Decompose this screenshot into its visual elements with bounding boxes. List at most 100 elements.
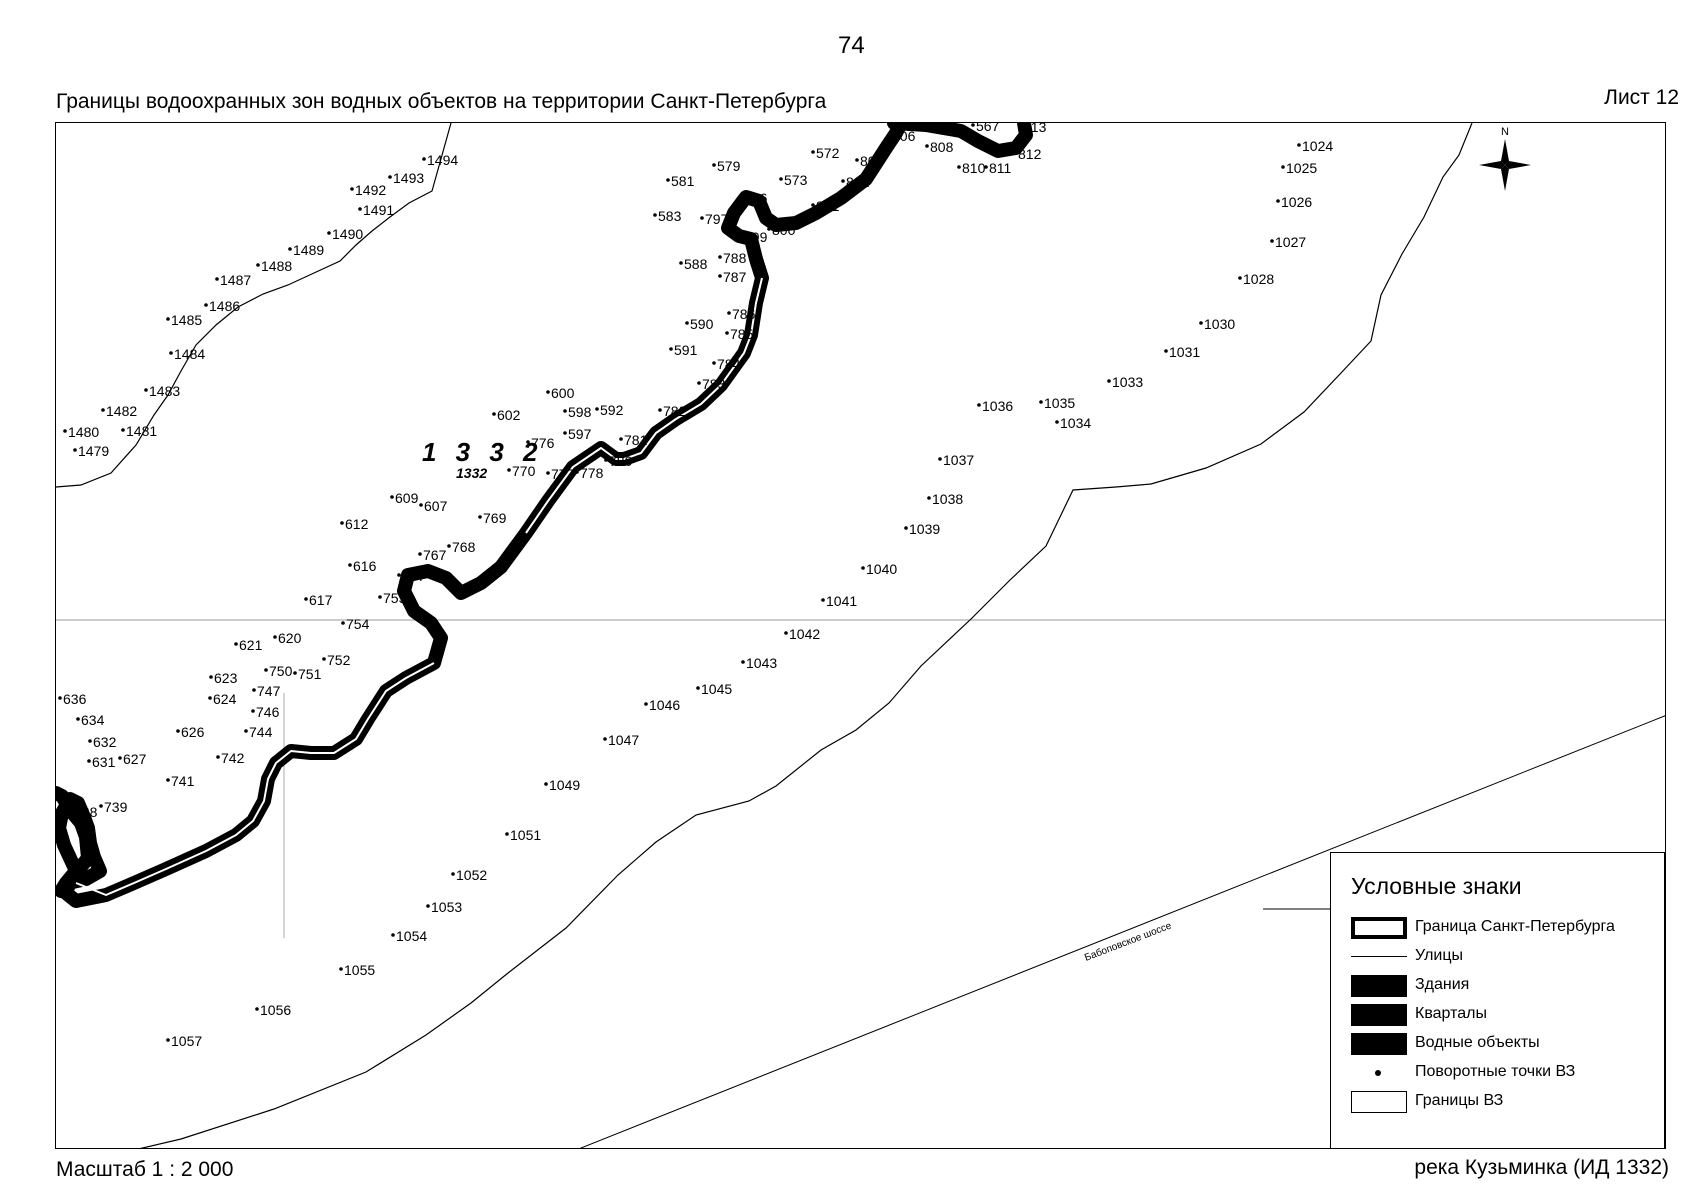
turning-point-label: 631 (92, 754, 116, 770)
turning-point-label: 1052 (456, 867, 487, 883)
turning-point-dot (526, 440, 530, 444)
turning-point-dot (256, 263, 260, 267)
turning-point-dot (666, 178, 670, 182)
turning-point-dot (544, 782, 548, 786)
turning-point-dot (215, 277, 219, 281)
turning-point-dot (619, 437, 623, 441)
turning-point-dot (653, 213, 657, 217)
turning-point-label: 1490 (332, 226, 363, 242)
turning-point-dot (938, 457, 942, 461)
turning-point-label: 1055 (344, 962, 375, 978)
legend-item-label: Водные объекты (1415, 1034, 1540, 1051)
turning-point-label: 806 (892, 128, 916, 144)
turning-point-label: 636 (63, 691, 87, 707)
legend-item-label: Улицы (1415, 947, 1464, 964)
turning-point-dot (595, 407, 599, 411)
turning-point-label: 1482 (106, 403, 137, 419)
turning-point-dot (322, 657, 326, 661)
turning-point-label: 598 (568, 404, 592, 420)
turning-point-dot (340, 521, 344, 525)
turning-point-dot (447, 544, 451, 548)
turning-point-dot (855, 158, 859, 162)
turning-point-label: 769 (483, 510, 507, 526)
street-name: Бабоповское шоссе (1083, 919, 1174, 963)
turning-point-dot (505, 832, 509, 836)
turning-point-label: 751 (298, 666, 322, 682)
turning-point-label: 1041 (826, 593, 857, 609)
legend-item-label: Здания (1415, 976, 1470, 993)
block-symbol-icon (1351, 1004, 1407, 1026)
turning-point-dot (121, 428, 125, 432)
turning-point-dot (1238, 276, 1242, 280)
turning-point-dot (718, 274, 722, 278)
turning-point-dot (304, 597, 308, 601)
border-symbol-icon (1351, 917, 1407, 939)
turning-point-label: 1024 (1302, 138, 1333, 154)
turning-point-label: 801 (816, 198, 840, 214)
legend-item-water: Водные объекты (1351, 1031, 1661, 1057)
turning-point-dot (546, 471, 550, 475)
turning-point-dot (971, 123, 975, 127)
turning-point-label: 576 (744, 190, 768, 206)
turning-point-dot (739, 234, 743, 238)
turning-point-label: 1045 (701, 681, 732, 697)
turning-point-label: 746 (256, 704, 280, 720)
turning-point-label: 573 (784, 172, 808, 188)
turning-point-label: 1486 (209, 298, 240, 314)
turning-point-label: 757 (402, 568, 426, 584)
turning-point-label: 786 (732, 306, 756, 322)
legend-item-label: Границы ВЗ (1415, 1092, 1504, 1109)
turning-point-label: 1491 (363, 202, 394, 218)
turning-point-label: 1480 (68, 424, 99, 440)
legend-item-label: Граница Санкт-Петербурга (1415, 918, 1615, 935)
turning-point-dot (957, 165, 961, 169)
turning-point-label: 747 (257, 683, 281, 699)
turning-point-label: 612 (345, 516, 369, 532)
legend-item-label: Кварталы (1415, 1005, 1487, 1022)
turning-point-dot (712, 361, 716, 365)
turning-point-label: 742 (221, 750, 245, 766)
turning-point-dot (984, 165, 988, 169)
turning-point-dot (725, 331, 729, 335)
turning-point-label: 634 (81, 712, 105, 728)
turning-point-label: 799 (744, 229, 768, 245)
turning-point-label: 800 (772, 222, 796, 238)
turning-point-label: 803 (860, 153, 884, 169)
turning-point-label: 597 (568, 426, 592, 442)
turning-point-label: 776 (531, 435, 555, 451)
zone-boundary-right (139, 123, 1473, 1148)
turning-point-dot (478, 515, 482, 519)
object-id-large: 1 3 3 2 (422, 437, 544, 467)
turning-point-dot (779, 177, 783, 181)
turning-point-label: 782 (663, 403, 687, 419)
turning-point-label: 581 (671, 173, 695, 189)
legend-item-blocks: Кварталы (1351, 1002, 1661, 1028)
turning-point-dot (426, 904, 430, 908)
turning-point-label: 1487 (220, 272, 251, 288)
turning-point-dot (1164, 349, 1168, 353)
turning-point-label: 572 (816, 145, 840, 161)
turning-point-dot (63, 429, 67, 433)
sheet-label: Лист 12 (1604, 86, 1679, 109)
turning-point-dot (358, 207, 362, 211)
map-canvas[interactable]: Бабоповское шоссе N 1 3 3 2 1332 1479148… (56, 123, 1666, 1149)
turning-point-dot (293, 671, 297, 675)
turning-point-label: 754 (346, 616, 370, 632)
legend-item-label: Поворотные точки ВЗ (1415, 1063, 1576, 1080)
turning-point-label: 620 (278, 630, 302, 646)
turning-point-label: 1492 (355, 182, 386, 198)
turning-point-label: 1049 (549, 777, 580, 793)
turning-point-label: 588 (684, 256, 708, 272)
turning-point-label: 1027 (1275, 234, 1306, 250)
turning-point-dot (391, 933, 395, 937)
legend-item-streets: Улицы (1351, 944, 1661, 970)
turning-point-dot (977, 403, 981, 407)
turning-point-dot (1039, 400, 1043, 404)
turning-point-label: 778 (580, 465, 604, 481)
turning-point-dot (887, 133, 891, 137)
turning-point-dot (422, 157, 426, 161)
turning-point-dot (821, 598, 825, 602)
turning-point-dot (264, 668, 268, 672)
turning-point-label: 1493 (393, 170, 424, 186)
